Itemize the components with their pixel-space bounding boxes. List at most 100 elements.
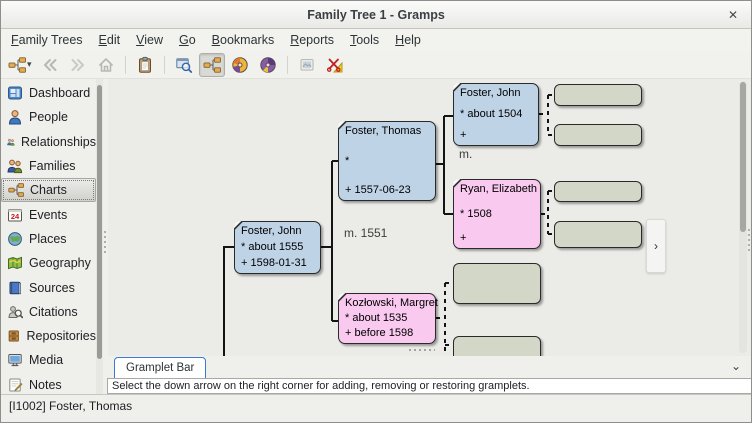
pedigree-view-button[interactable] [198, 52, 225, 77]
close-button[interactable]: ✕ [727, 8, 739, 22]
sidebar-item-people[interactable]: People [1, 105, 96, 129]
menu-reports[interactable]: Reports [290, 33, 334, 47]
chart-scrollbar[interactable] [739, 81, 747, 353]
notes-icon [9, 378, 23, 392]
person-name: Ryan, Elizabeth [460, 183, 538, 195]
person-box-mother[interactable]: Kozłowski, Margret * about 1535 + before… [338, 293, 438, 344]
sidebar-item-charts[interactable]: Charts [1, 178, 96, 203]
empty-person-box[interactable] [554, 124, 642, 146]
sidebar-item-label: Dashboard [29, 86, 91, 101]
empty-person-box[interactable] [554, 84, 642, 106]
sidebar-item-events[interactable]: 24 Events [1, 202, 96, 226]
status-bar: [I1002] Foster, Thomas [1, 394, 751, 422]
menu-bar: Family Trees Edit View Go Bookmarks Repo… [1, 29, 751, 51]
sidebar-item-label: Places [29, 231, 67, 246]
families-icon [7, 159, 23, 174]
reports-button[interactable] [294, 53, 320, 77]
fanchart-view-button[interactable] [227, 53, 253, 77]
fanchart-2way-icon [259, 56, 276, 73]
fold-corner-icon [338, 121, 347, 130]
sidebar-item-notes[interactable]: Notes [1, 373, 96, 397]
fanchart-icon [231, 56, 248, 73]
sidebar-item-label: Citations [29, 304, 78, 319]
sidebar-item-media[interactable]: Media [1, 348, 96, 372]
person-death: + [460, 129, 467, 141]
empty-person-box[interactable] [453, 263, 541, 304]
sidebar-item-label: Repositories [26, 329, 96, 344]
person-name: Kozłowski, Margret [345, 297, 438, 309]
splitter-grip [104, 231, 106, 253]
menu-family-trees[interactable]: Family Trees [11, 33, 83, 47]
fanchart-2way-view-button[interactable] [255, 53, 281, 77]
sidebar-item-label: Notes [29, 377, 62, 392]
person-death: + [460, 232, 467, 244]
forward-button[interactable] [65, 53, 91, 77]
screen-magnifier-icon [175, 57, 192, 73]
person-death: + 1598-01-31 [241, 257, 307, 269]
fold-corner-icon [453, 179, 462, 188]
sidebar-item-repositories[interactable]: Repositories [1, 324, 96, 348]
person-birth: * [345, 154, 350, 167]
person-box-root[interactable]: Foster, John * about 1555 + 1598-01-31 [234, 221, 321, 274]
menu-view[interactable]: View [136, 33, 163, 47]
home-icon [98, 57, 113, 72]
sidebar-scrollbar-thumb[interactable] [97, 85, 102, 359]
sidebar-item-label: Geography [29, 256, 91, 271]
sidebar-item-dashboard[interactable]: Dashboard [1, 81, 96, 105]
tool-bar: ▾ [1, 51, 751, 79]
sidebar-item-label: Charts [30, 183, 67, 198]
title-bar: Family Tree 1 - Gramps ✕ [1, 1, 751, 29]
empty-person-box[interactable] [554, 181, 642, 202]
views-dropdown-button[interactable]: ▾ [5, 53, 35, 77]
menu-help[interactable]: Help [395, 33, 421, 47]
chart-scrollbar-thumb[interactable] [740, 82, 746, 232]
menu-tools[interactable]: Tools [349, 33, 380, 47]
empty-person-box[interactable] [453, 336, 541, 356]
expand-right-button[interactable]: › [646, 219, 666, 273]
menu-go[interactable]: Go [178, 33, 196, 47]
sidebar-item-places[interactable]: Places [1, 227, 96, 251]
window-title: Family Tree 1 - Gramps [307, 7, 445, 22]
empty-person-box[interactable] [554, 221, 642, 248]
fold-corner-icon [338, 293, 347, 302]
home-button[interactable] [93, 53, 119, 77]
back-button[interactable] [37, 53, 63, 77]
category-sidebar: Dashboard People Relationships [1, 79, 96, 394]
citations-icon [8, 305, 23, 319]
gramplet-bar-tab[interactable]: Gramplet Bar [114, 357, 207, 378]
dashboard-icon [8, 86, 22, 100]
people-icon [8, 110, 22, 125]
menu-edit[interactable]: Edit [98, 33, 121, 47]
sidebar-item-sources[interactable]: Sources [1, 275, 96, 299]
pedigree-canvas[interactable]: Foster, John * about 1555 + 1598-01-31 F… [108, 79, 751, 356]
sidebar-item-label: Relationships [20, 134, 96, 149]
sidebar-item-families[interactable]: Families [1, 154, 96, 178]
sidebar-item-label: Media [29, 353, 64, 368]
person-birth: * about 1535 [345, 312, 408, 324]
places-icon [8, 232, 22, 246]
pedigree-icon [8, 56, 26, 73]
person-box-father[interactable]: Foster, Thomas * + 1557-06-23 [338, 121, 436, 201]
toolbar-separator [286, 55, 288, 74]
pane-splitter[interactable] [103, 79, 108, 394]
person-death: + 1557-06-23 [345, 184, 411, 196]
tools-button[interactable] [322, 53, 348, 77]
gramplet-message: Select the down arrow on the right corne… [107, 378, 751, 394]
person-box-paternal-grandfather[interactable]: Foster, John * about 1504 + [453, 83, 539, 146]
preview-view-button[interactable] [171, 53, 197, 77]
clipboard-button[interactable] [132, 53, 158, 77]
marriage-label-parents: m. 1551 [344, 226, 388, 240]
person-birth: * about 1555 [241, 241, 304, 253]
sidebar-item-relationships[interactable]: Relationships [1, 130, 96, 154]
sidebar-item-citations[interactable]: Citations [1, 300, 96, 324]
person-name: Foster, John [241, 225, 302, 237]
events-icon: 24 [8, 208, 22, 222]
gramplet-tab-label: Gramplet Bar [126, 362, 195, 374]
chevron-down-icon[interactable]: ⌄ [730, 359, 741, 373]
menu-bookmarks[interactable]: Bookmarks [211, 33, 275, 47]
person-box-paternal-grandmother[interactable]: Ryan, Elizabeth * 1508 + [453, 179, 541, 249]
sidebar-item-label: People [29, 110, 68, 125]
sidebar-item-geography[interactable]: Geography [1, 251, 96, 275]
sidebar-scrollbar[interactable] [96, 79, 103, 394]
